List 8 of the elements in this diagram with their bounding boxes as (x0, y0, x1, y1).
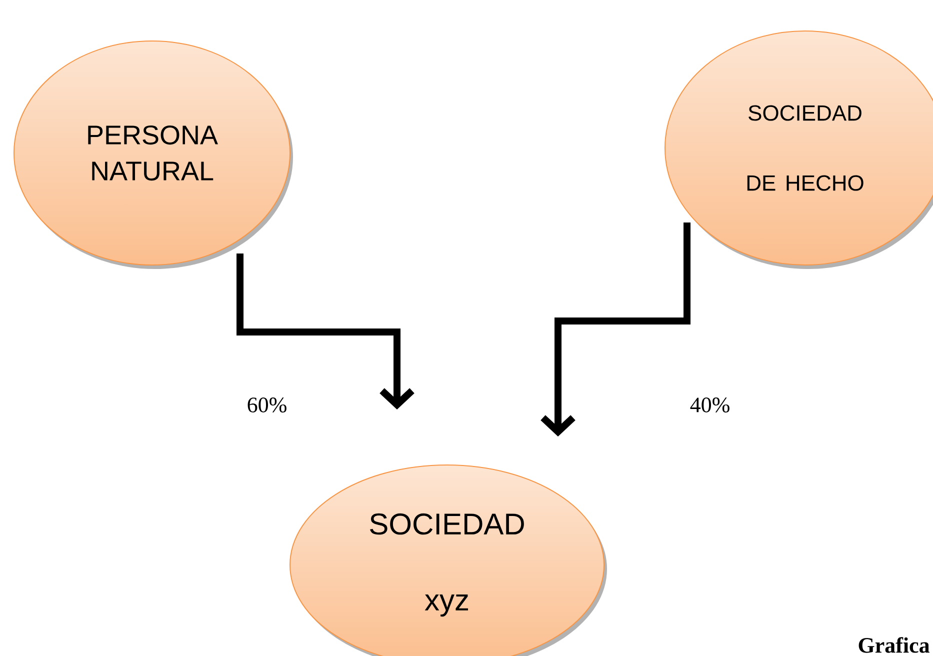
oval: PERSONA NATURAL (14, 40, 293, 269)
oval: SOCIEDAD xyz (290, 464, 607, 656)
arrow (540, 222, 690, 436)
caption: Grafica (858, 637, 930, 653)
edge-label: 40% (690, 398, 730, 412)
oval: SOCIEDAD DE HECHO (664, 30, 933, 269)
arrow (236, 254, 414, 410)
edge-label: 60% (248, 398, 286, 412)
